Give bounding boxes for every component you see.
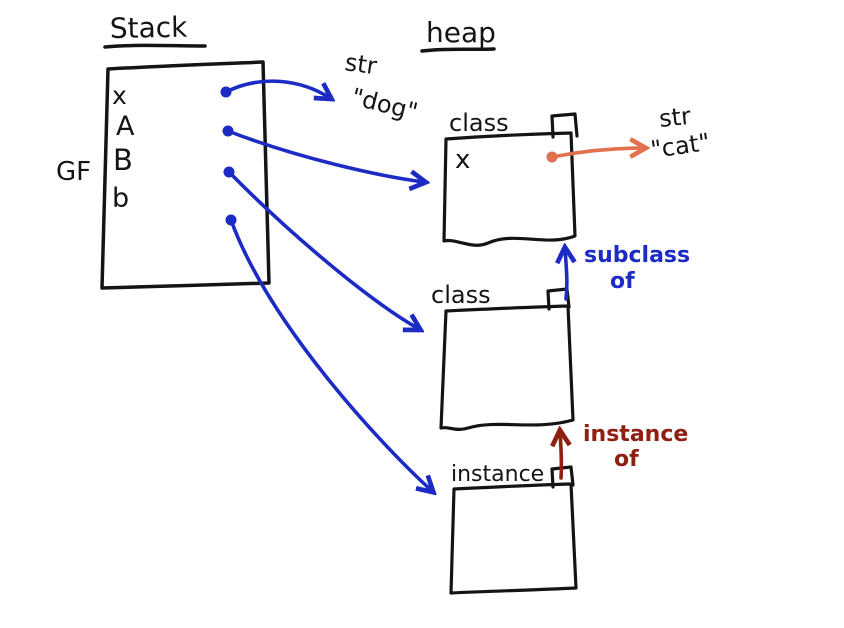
str-dog-value-label: "dog" [349, 83, 421, 126]
class-a-attr-x: x [455, 145, 470, 175]
stack-var-x: x [112, 81, 127, 110]
pointer-arrow-x-to-str-dog [224, 79, 330, 98]
instance-of-label-line2: of [614, 447, 639, 472]
class-b-box [439, 304, 575, 432]
stack-frame-box [100, 60, 271, 290]
str-cat-type-label: str [658, 102, 693, 133]
stack-var-a: A [116, 111, 135, 142]
class-b-label: class [431, 281, 491, 309]
pointer-arrow-a-to-class-a [226, 129, 424, 182]
stack-title-underline [103, 43, 207, 49]
subclass-of-arrow [565, 249, 567, 301]
instance-of-label-line1: instance [583, 422, 688, 447]
instance-box [449, 482, 578, 595]
stack-var-b-upper: B [113, 143, 133, 177]
pointer-arrow-x-to-str-cat [550, 148, 644, 157]
class-a-tab [550, 112, 579, 139]
stack-var-b-lower: b [112, 183, 129, 214]
class-a-label: class [449, 109, 509, 137]
str-dog-type-label: str [343, 48, 379, 80]
str-cat-value-label: "cat" [649, 128, 712, 164]
pointer-arrow-b-to-class-b [227, 170, 419, 329]
instance-of-arrow [560, 432, 561, 480]
stack-section-title: Stack [110, 11, 189, 45]
heap-title-underline [420, 47, 496, 53]
subclass-of-label-line1: subclass [584, 243, 690, 268]
subclass-of-label-line2: of [610, 269, 635, 294]
pointer-arrow-b-to-instance [229, 218, 432, 491]
stack-frame-label: GF [56, 157, 91, 187]
class-b-tab [546, 287, 571, 311]
instance-box-label: instance [451, 462, 544, 487]
heap-section-title: heap [426, 16, 496, 49]
class-a-box [442, 131, 577, 247]
